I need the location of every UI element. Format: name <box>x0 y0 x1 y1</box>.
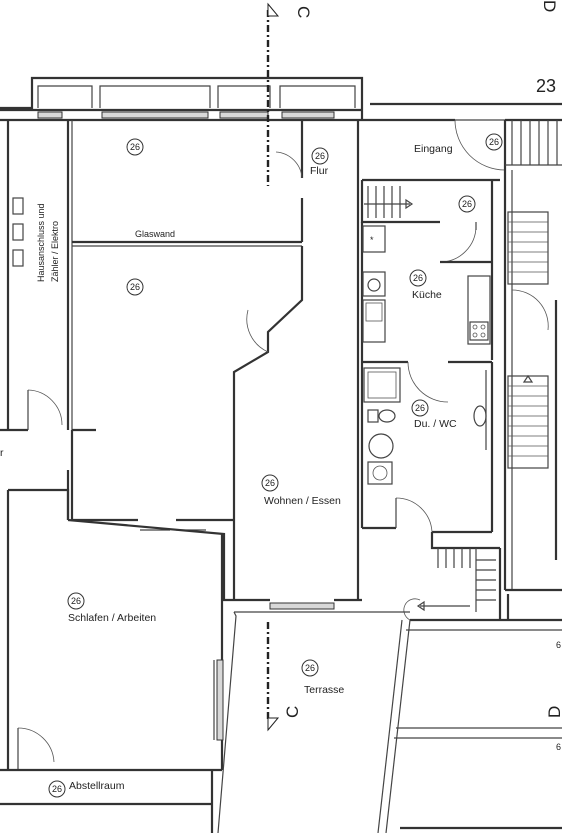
room-schlafen <box>0 488 234 772</box>
badge-terrasse: 26 <box>301 659 319 677</box>
svg-text:26: 26 <box>489 137 499 147</box>
room-middle-left <box>66 246 304 600</box>
room-eingang <box>362 119 562 182</box>
badge-upper-left: 26 <box>126 138 144 156</box>
badge-kueche: 26 <box>409 269 427 287</box>
right-stair-lower <box>507 374 549 469</box>
section-mark-d-top: D <box>540 0 559 12</box>
svg-text:26: 26 <box>413 273 423 283</box>
section-line-c: C C <box>266 2 313 732</box>
svg-text:26: 26 <box>305 663 315 673</box>
svg-text:26: 26 <box>315 151 325 161</box>
room-label-terrasse: Terrasse <box>304 684 344 696</box>
room-label-abstellraum: Abstellraum <box>69 780 125 792</box>
edge-label: r <box>0 447 4 459</box>
badge-eingang: 26 <box>485 133 503 151</box>
room-wohnen <box>234 120 362 613</box>
utility-strip: Hausanschluss und Zähler / Elektro r <box>0 120 73 459</box>
badge-middle-left: 26 <box>126 278 144 296</box>
room-label-eingang: Eingang <box>414 143 453 155</box>
room-label-kueche: Küche <box>412 289 442 301</box>
badge-stair-landing: 26 <box>458 195 476 213</box>
svg-text:26: 26 <box>462 199 472 209</box>
right-edge-num-2: 6 <box>556 742 561 752</box>
kitchen-symbol: * <box>370 235 374 245</box>
section-mark-d-right: D <box>545 706 562 718</box>
badge-flur: 26 <box>311 147 329 165</box>
section-mark-c-top: C <box>294 6 313 18</box>
room-upper-left: Glaswand <box>72 120 304 247</box>
entrance-stair <box>505 120 562 166</box>
hausanschluss-label-2: Zähler / Elektro <box>50 221 60 282</box>
room-abstellraum <box>0 770 214 833</box>
svg-text:26: 26 <box>130 142 140 152</box>
svg-text:26: 26 <box>130 282 140 292</box>
badge-schlafen: 26 <box>67 592 85 610</box>
svg-text:26: 26 <box>265 478 275 488</box>
svg-text:26: 26 <box>71 596 81 606</box>
glaswand-label: Glaswand <box>135 229 175 239</box>
lower-right-block <box>394 594 562 830</box>
right-edge-num-1: 6 <box>556 640 561 650</box>
room-label-du-wc: Du. / WC <box>414 418 457 430</box>
lower-stair <box>403 532 502 622</box>
badge-wohnen: 26 <box>261 474 279 492</box>
room-label-flur: Flur <box>310 165 329 177</box>
room-kueche: * <box>360 222 494 528</box>
corner-number: 23 <box>536 76 556 96</box>
right-strip <box>503 170 562 592</box>
room-terrasse <box>217 611 411 833</box>
badge-abstellraum: 26 <box>48 780 66 798</box>
right-stair-upper <box>507 211 549 285</box>
badge-du-wc: 26 <box>411 399 429 417</box>
room-label-schlafen: Schlafen / Arbeiten <box>68 612 156 624</box>
outer-walls <box>0 76 562 122</box>
room-label-wohnen: Wohnen / Essen <box>264 495 341 507</box>
svg-text:26: 26 <box>52 784 62 794</box>
section-mark-c-bottom: C <box>283 706 302 718</box>
stair-landing <box>360 180 494 263</box>
hausanschluss-label-1: Hausanschluss und <box>36 203 46 282</box>
room-du-wc <box>362 362 494 534</box>
svg-text:26: 26 <box>415 403 425 413</box>
